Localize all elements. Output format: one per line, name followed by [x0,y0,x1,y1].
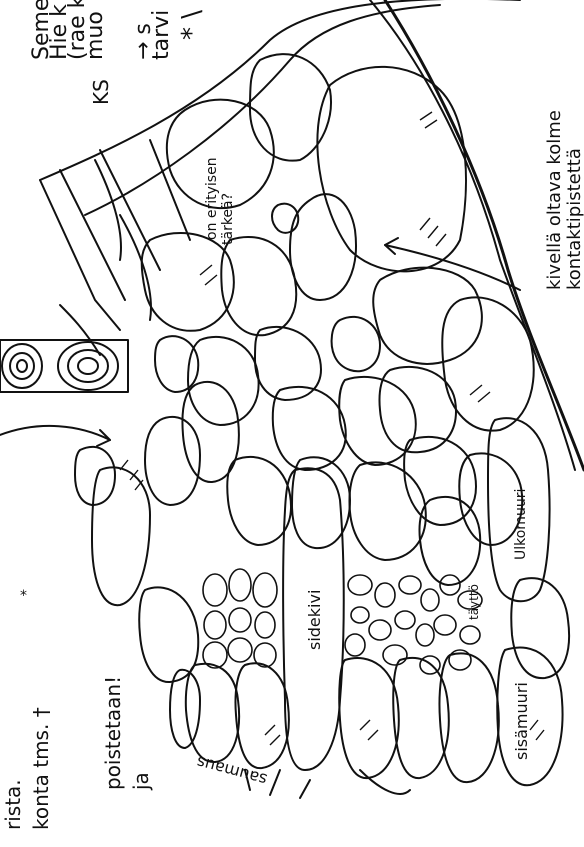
stone [373,268,482,364]
stone [145,417,200,505]
arrow [60,305,100,355]
stone [188,337,259,425]
label-star: * \ [177,10,207,40]
stone [167,100,274,208]
stone [349,462,425,560]
stone [75,447,115,505]
timber [95,160,121,260]
stone [227,457,291,545]
timber [60,170,125,300]
stone [92,467,150,605]
label-saumaus: saumaus [194,752,269,789]
label-sisamuuri: sisämuuri [512,682,531,760]
inner-wall-stone [235,663,288,768]
label-erityisen-2: tärkeä? [220,193,236,245]
label-taytto: täyttö [467,584,481,620]
arrow [300,780,310,798]
timber [40,180,120,330]
stone [290,194,356,300]
arrow [360,770,410,794]
label-star-small: * [20,588,27,604]
label-left-3: poistetaan! [101,676,125,790]
label-kivella-2: kontaktipistettä [564,148,584,290]
stone [250,54,331,161]
stone [332,317,380,371]
outer-wall-stone [511,578,569,678]
label-left-4: ja [129,772,153,791]
label-kivella-1: kivellä oltava kolme [544,110,565,290]
label-erityisen-1: on erityisen [204,157,220,240]
stone [419,497,480,585]
label-ks: KS [89,79,113,105]
arrow [270,770,280,795]
arrow [0,426,110,440]
stone [155,336,198,392]
stone [221,237,296,335]
stone [142,233,234,331]
timber [150,140,190,240]
timber [100,150,160,270]
timber [120,215,151,320]
label-ulkomuuri: Ulkomuuri [513,489,529,560]
label-left-1: rista. [1,779,25,830]
label-left-2: konta tms. † [29,707,53,830]
label-seme-4: muo [83,11,108,60]
label-sidekivi: sidekivi [305,590,324,650]
stone [139,587,198,682]
inner-wall-stone [339,658,399,778]
label-tarvi-2: tarvi [149,10,174,60]
